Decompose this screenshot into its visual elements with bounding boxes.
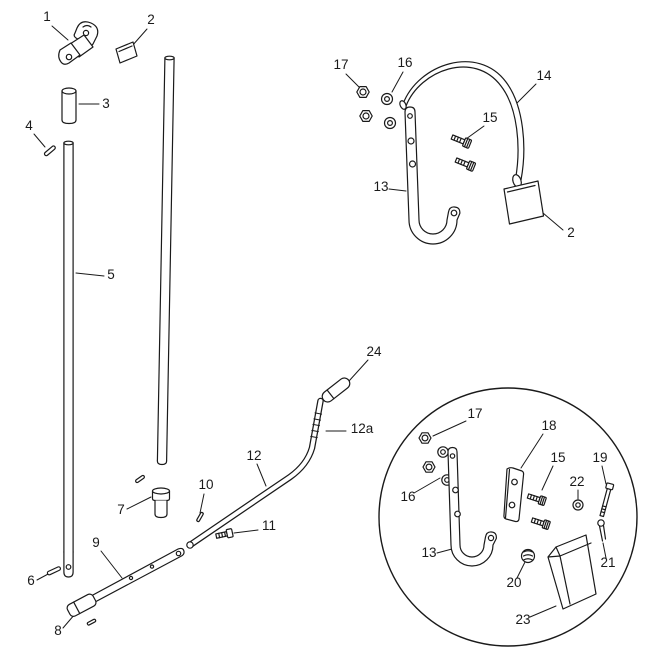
- callout-2-top: 2: [147, 12, 155, 27]
- part-8-sleeve: [66, 593, 97, 626]
- callout-22: 22: [569, 474, 584, 489]
- part-17-nuts-main: [356, 85, 373, 123]
- part-10-pin: [196, 511, 204, 523]
- callout-15-detail: 15: [550, 450, 565, 465]
- callout-13-main: 13: [373, 179, 388, 194]
- part-small-pin: [135, 474, 145, 484]
- part-24-handle: [321, 377, 351, 403]
- callout-7: 7: [117, 502, 125, 517]
- callout-23: 23: [515, 612, 530, 627]
- callout-5: 5: [107, 267, 115, 282]
- part-15-bolts-main: [450, 134, 477, 172]
- callout-21: 21: [600, 555, 615, 570]
- callout-17-detail: 17: [467, 406, 482, 421]
- part-16-washers-main: [380, 92, 397, 130]
- callout-19: 19: [592, 450, 607, 465]
- part-4-pin: [43, 145, 56, 157]
- callout-14: 14: [536, 68, 552, 83]
- callout-13-detail: 13: [421, 545, 436, 560]
- callout-4: 4: [25, 118, 33, 133]
- callout-24: 24: [366, 344, 382, 359]
- part-6-pin: [46, 566, 62, 576]
- callout-20: 20: [506, 575, 521, 590]
- part-20-clip: [520, 548, 536, 564]
- part-7-socket: [151, 487, 171, 519]
- part-22-washer: [572, 499, 584, 511]
- part-3-tube: [61, 87, 77, 125]
- callout-1: 1: [43, 9, 51, 24]
- detail-circle: [378, 387, 638, 647]
- callout-15-main: 15: [482, 110, 497, 125]
- part-12-rod: [186, 397, 324, 549]
- callout-16-main: 16: [397, 55, 412, 70]
- part-5-rod: [63, 140, 74, 578]
- part-2-flag-right: [503, 174, 545, 225]
- part-13-bracket-detail: [447, 446, 497, 567]
- callout-3: 3: [102, 96, 110, 111]
- callout-16-detail: 16: [400, 489, 415, 504]
- part-18-plate: [503, 467, 525, 523]
- callout-12a: 12a: [351, 421, 374, 436]
- callout-6: 6: [27, 573, 35, 588]
- callout-9: 9: [92, 535, 100, 550]
- part-12a-grip-section: [310, 412, 323, 439]
- part-rod-upper-right: [156, 55, 175, 466]
- callout-2-right: 2: [567, 225, 575, 240]
- callout-18: 18: [541, 418, 556, 433]
- callout-8: 8: [54, 623, 62, 638]
- part-13-bracket-main: [404, 106, 461, 245]
- part-11-screw: [215, 528, 234, 539]
- leader-lines: [33, 25, 607, 629]
- part-15-bolts-detail: [526, 493, 551, 530]
- callout-10: 10: [198, 477, 213, 492]
- part-2-flag-top: [115, 41, 138, 64]
- part-1-coupler: [58, 21, 99, 65]
- callout-17-main: 17: [333, 57, 348, 72]
- callout-12: 12: [246, 448, 261, 463]
- callout-11: 11: [262, 518, 276, 533]
- part-21-cotter-pin: [597, 519, 607, 542]
- part-23-blade: [547, 534, 597, 610]
- part-14-cable: [399, 61, 525, 188]
- part-19-bolt: [599, 482, 615, 518]
- part-17-nuts-detail: [418, 432, 436, 473]
